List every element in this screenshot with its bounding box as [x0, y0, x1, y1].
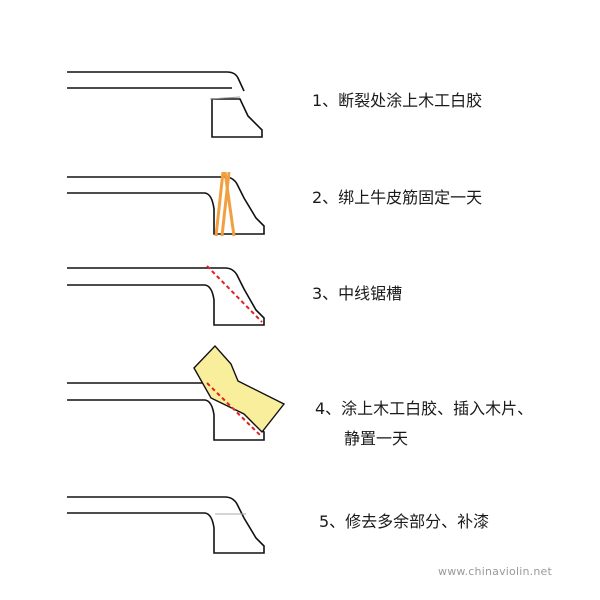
step-4-label-line1: 4、涂上木工白胶、插入木片、	[315, 399, 534, 418]
step1-glue-line	[209, 96, 241, 100]
step1-upper-piece	[67, 71, 245, 92]
step-4-label-line2: 静置一天	[344, 429, 409, 448]
step2-bow-tip	[67, 171, 265, 237]
saw-line-4	[206, 382, 263, 438]
step-1-label: 1、断裂处涂上木工白胶	[312, 91, 483, 110]
watermark: www.chinaviolin.net	[438, 565, 552, 578]
step1-bow-tip	[67, 71, 263, 138]
step-2-label: 2、绑上牛皮筋固定一天	[312, 188, 483, 207]
step4-bow-tip	[67, 344, 286, 441]
step3-bow-tip	[67, 265, 265, 326]
wood-insert	[193, 344, 286, 434]
rubber-band-icon	[214, 171, 236, 237]
step1-head-piece	[211, 98, 263, 138]
step5-bow-tip	[67, 496, 265, 554]
step-5-label: 5、修去多余部分、补漆	[319, 512, 490, 531]
step-3-label: 3、中线锯槽	[312, 284, 403, 303]
saw-line	[206, 265, 263, 323]
